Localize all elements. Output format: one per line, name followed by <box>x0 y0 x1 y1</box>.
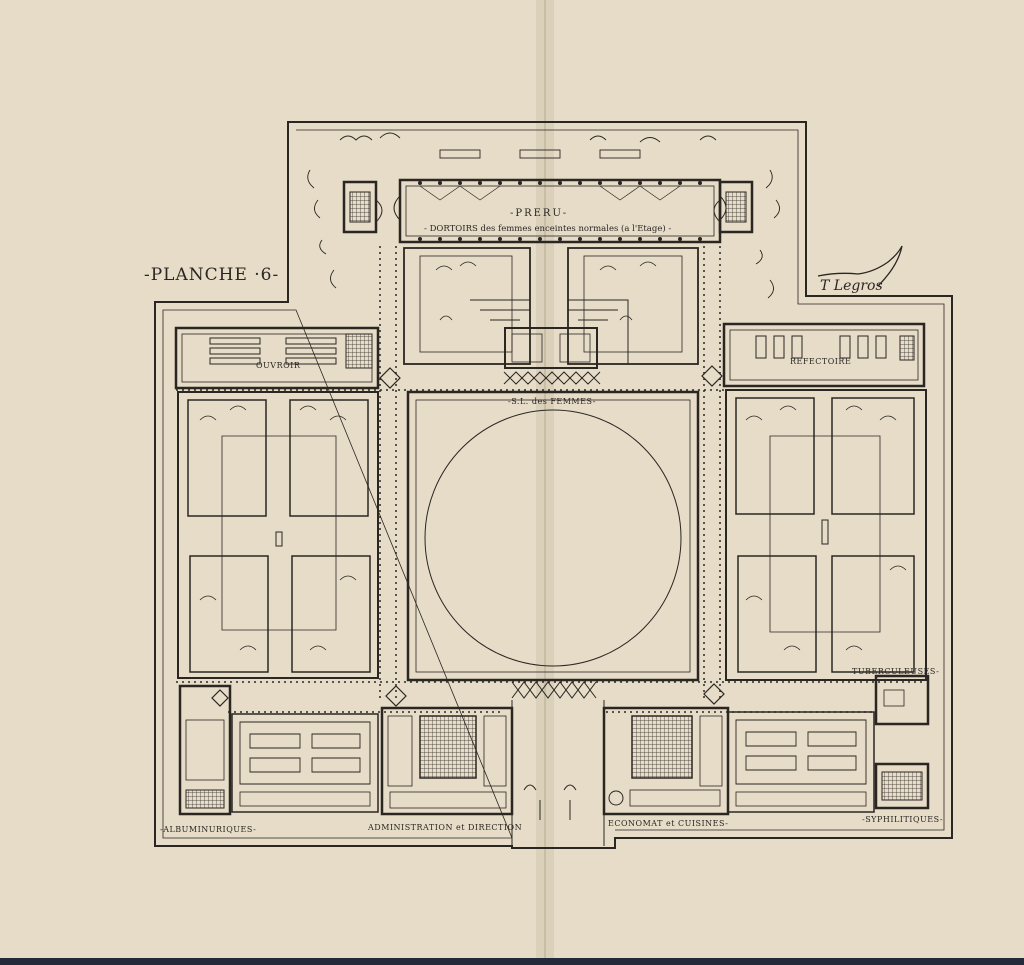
galleries <box>176 246 926 713</box>
label-syphilitiques: -SYPHILITIQUES- <box>862 815 943 824</box>
albuminuriques-building <box>178 684 379 816</box>
label-salle-femmes: -S.L. des FEMMES- <box>508 397 596 406</box>
dortoirs-building <box>342 178 754 244</box>
left-pavilion <box>177 391 379 679</box>
label-administration: ADMINISTRATION et DIRECTION <box>367 823 522 832</box>
label-economat: ECONOMAT et CUISINES- <box>608 819 728 828</box>
gallery-diamonds <box>211 365 725 707</box>
top-garden <box>307 132 780 299</box>
signature-text: T Legros <box>820 278 883 294</box>
label-dortoirs-sub: - DORTOIRS des femmes enceintes normales… <box>424 223 671 234</box>
refectoire-building <box>722 322 926 388</box>
label-refectoire: REFECTOIRE <box>790 357 851 366</box>
upper-courtyards <box>403 247 699 369</box>
label-albuminuriques: -ALBUMINURIQUES- <box>160 825 256 834</box>
label-ouvroir: OUVROIR <box>256 361 301 370</box>
bottom-strip <box>0 958 1024 965</box>
central-court <box>406 371 700 699</box>
label-tuberculeuses: TUBERCULEUSES- <box>852 667 939 676</box>
site-boundary <box>154 121 953 849</box>
artist-signature <box>817 245 903 287</box>
main-entrance <box>511 700 605 846</box>
syphilitiques-building <box>727 674 930 813</box>
plate-label: -PLANCHE ·6- <box>144 265 279 285</box>
ouvroir-building <box>174 326 380 390</box>
label-dortoirs-title: -PRERU- <box>510 208 568 219</box>
